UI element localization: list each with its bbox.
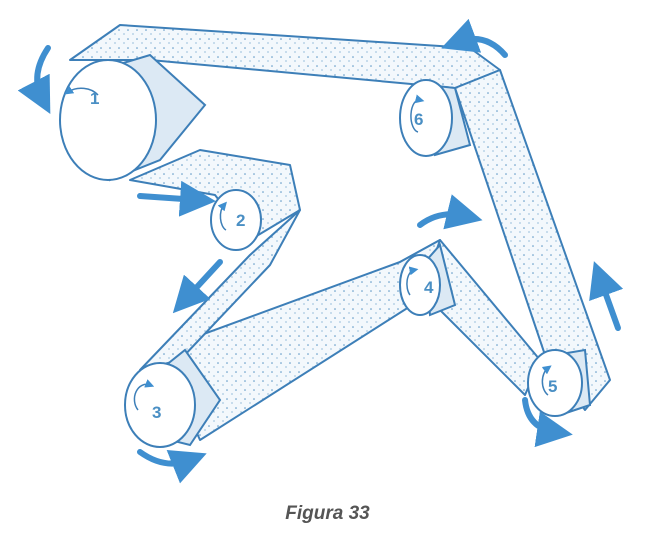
rotation-arrow-4-icon [417, 194, 483, 230]
belt-direction-arrow-5-6-icon [589, 261, 624, 331]
pulley-3 [124, 362, 196, 448]
pulley-label-4: 4 [424, 278, 434, 297]
pulley-label-3: 3 [152, 403, 161, 422]
pulley-5-rotation-icon [541, 365, 552, 396]
rotation-arrow-6-icon [441, 18, 508, 58]
pulley-6 [399, 79, 453, 157]
rotation-arrow-5-icon [522, 397, 573, 448]
pulley-3-rotation-icon [133, 379, 155, 411]
pulley-4-rotation-icon [406, 266, 419, 296]
figure-caption: Figura 33 [285, 503, 370, 524]
pulley-1 [59, 59, 157, 181]
pulley-label-1: 1 [90, 89, 99, 108]
pulley-label-2: 2 [236, 211, 245, 230]
belt-direction-arrow-in-2-icon [137, 180, 216, 217]
pulley-4 [399, 254, 441, 316]
belt-segment-6-5 [454, 69, 611, 411]
pulley-6-rotation-icon [410, 94, 425, 133]
rotation-arrow-1-icon [17, 45, 51, 114]
pulley-label-5: 5 [548, 377, 557, 396]
pulley-1-rotation-icon [64, 85, 99, 96]
pulley-label-6: 6 [414, 110, 423, 129]
rotation-arrow-3-icon [137, 449, 207, 484]
belt-direction-arrow-2-3-icon [172, 259, 223, 314]
pulley-2-rotation-icon [217, 201, 227, 231]
